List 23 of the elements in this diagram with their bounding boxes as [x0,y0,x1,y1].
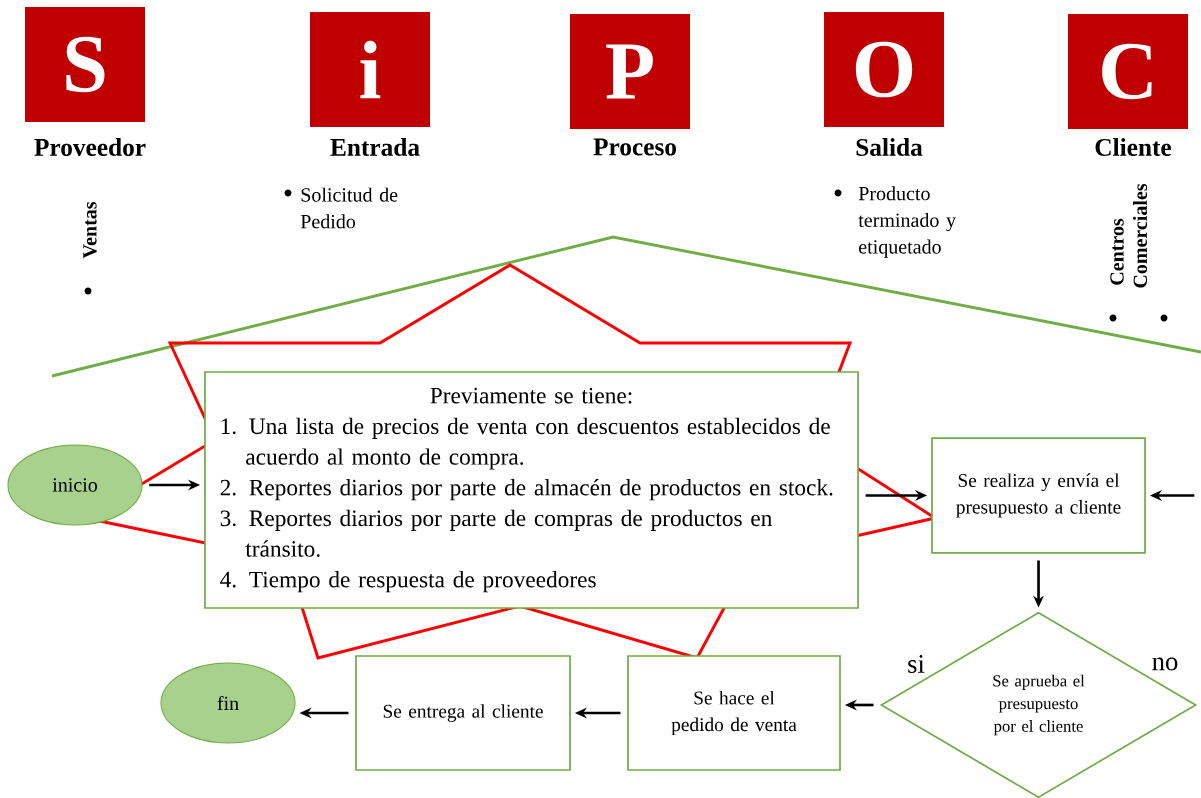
note-box: Previamente se tiene: 1. Una lista de precios de venta con descuentos establecidos de acuerdo al monto de compra. 2. Reportes diarios por parte de almacén de productos en stock. 3. Reportes diarios por parte de compras de productos en tránsito. 4. Tiempo de respuesta de proveedores [204,371,859,609]
bullet-item: Ventas [83,201,97,295]
column-heading: Cliente [1095,138,1172,156]
letter-square: C [1068,14,1188,129]
process-box: Se entrega al cliente [355,655,571,771]
letter-square: O [824,12,944,127]
process-box: Se realiza y envía el presupuesto a cliente [931,437,1146,554]
letter-square: i [310,12,430,127]
edge-label: si [905,653,927,675]
bullet-item: Comerciales [1133,183,1168,322]
oval-terminator: inicio [7,444,143,526]
process-box: Se hace el pedido de venta [627,655,841,771]
column-heading: Proceso [593,138,676,156]
oval-terminator: fin [160,662,296,744]
letter-square: P [570,14,690,129]
column-heading: Salida [856,138,923,156]
column-heading: Entrada [330,138,420,156]
bullet-item: Producto terminado y etiquetado [834,186,956,258]
branch-label: no [1150,656,1180,672]
column-heading: Proveedor [34,138,146,156]
letter-square: S [25,7,145,122]
bullet-item: Centros [1109,218,1124,322]
bullet-item: Solicitud de Pedido [284,187,398,229]
